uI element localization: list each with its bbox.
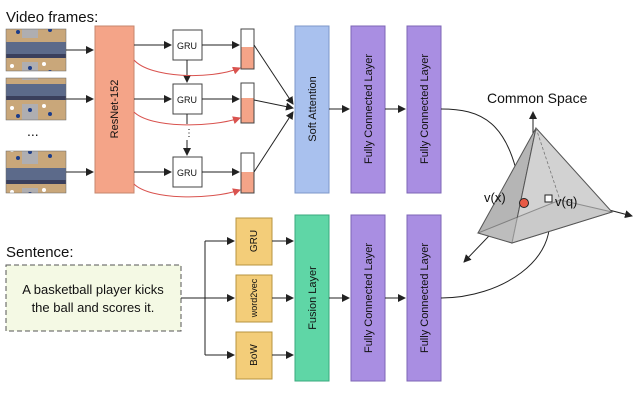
bow-block — [235, 331, 273, 380]
fc-layer-top-2 — [406, 25, 442, 194]
video-frames-label: Video frames: — [6, 9, 98, 26]
sentence-line-2: the ball and scores it. — [32, 300, 155, 315]
vq-label: v(q) — [555, 194, 577, 209]
fc-layer-top-2-label: Fully Connected Layer — [419, 54, 431, 164]
fusion-layer-label: Fusion Layer — [307, 266, 319, 330]
word2vec-block — [235, 274, 273, 323]
video-frame-1 — [5, 28, 67, 72]
text-embedding-point — [544, 194, 553, 203]
sentence-label: Sentence: — [6, 244, 74, 261]
text-gru-block — [235, 217, 273, 266]
word2vec-label: word2vec — [249, 278, 259, 318]
fc-layer-top-1 — [350, 25, 386, 194]
common-space-label: Common Space — [487, 90, 588, 106]
hidden-state-3-fill — [241, 172, 254, 193]
sentence-box — [5, 264, 182, 332]
frames-ellipsis: ... — [27, 123, 39, 139]
video-frame-3 — [5, 150, 67, 194]
hidden-state-2-fill — [241, 98, 254, 123]
common-space-pyramid-base — [476, 199, 614, 244]
resnet-label: ResNet-152 — [109, 80, 121, 139]
video-embedding-point — [519, 198, 529, 208]
soft-attention-block — [294, 25, 330, 194]
resnet-block — [94, 25, 135, 194]
fc-layer-bottom-1 — [350, 214, 386, 382]
gru-cell-3 — [172, 156, 203, 188]
fc-layer-top-1-label: Fully Connected Layer — [363, 54, 375, 164]
fc-layer-bottom-2-label: Fully Connected Layer — [419, 243, 431, 353]
gru-cell-1-label: GRU — [177, 41, 197, 51]
soft-attention-label: Soft Attention — [307, 76, 319, 141]
gru-ellipsis: ⋮ — [184, 128, 194, 139]
text-gru-label: GRU — [249, 230, 260, 252]
bow-label: BoW — [249, 344, 260, 366]
sentence-line-1: A basketball player kicks — [22, 282, 164, 297]
gru-cell-3-label: GRU — [177, 168, 197, 178]
vx-label: v(x) — [484, 190, 506, 205]
hidden-state-1-fill — [241, 47, 254, 69]
fc-layer-bottom-1-label: Fully Connected Layer — [363, 243, 375, 353]
gru-cell-2-label: GRU — [177, 95, 197, 105]
video-frame-2 — [5, 77, 67, 121]
